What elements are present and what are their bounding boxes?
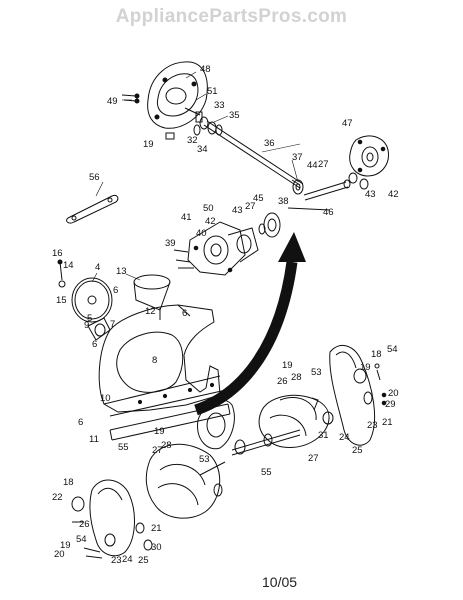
- part-number-label: 54: [76, 534, 87, 545]
- part-number-label: 19: [60, 540, 71, 551]
- part-number-label: 34: [197, 144, 208, 155]
- part-number-label: 21: [151, 523, 162, 534]
- gasket-56: [66, 195, 119, 224]
- part-number-label: 53: [311, 367, 322, 378]
- part-number-label: 19: [360, 362, 371, 373]
- part-number-label: 41: [181, 212, 192, 223]
- part-number-label: 36: [264, 138, 275, 149]
- part-number-label: 42: [205, 216, 216, 227]
- part-number-label: 7: [110, 319, 115, 330]
- part-number-label: 56: [89, 172, 100, 183]
- watermark-text: AppliancePartsPros.com: [115, 6, 348, 27]
- part-number-label: 43: [365, 189, 376, 200]
- part-number-label: 47: [342, 118, 353, 129]
- part-number-label: 19: [282, 360, 293, 371]
- part-number-label: 20: [388, 388, 399, 399]
- auger-right: [258, 394, 334, 448]
- part-number-label: 50: [203, 203, 214, 214]
- part-number-label: 27: [245, 201, 256, 212]
- part-number-label: 26: [277, 376, 288, 387]
- part-number-label: 33: [214, 100, 225, 111]
- part-number-label: 28: [291, 372, 302, 383]
- part-number-label: 28: [161, 440, 172, 451]
- part-number-label: 12: [145, 306, 156, 317]
- part-number-label: 26: [79, 519, 90, 530]
- part-number-label: 24: [122, 554, 133, 565]
- gear-housing-top: [147, 61, 208, 129]
- discharge-chute: [133, 274, 171, 311]
- part-number-label: 5: [87, 313, 92, 324]
- part-number-label: 13: [116, 266, 127, 277]
- part-number-label: 24: [339, 432, 350, 443]
- part-number-label: 15: [56, 295, 67, 306]
- part-number-label: 4: [95, 262, 100, 273]
- main-bearing: [258, 207, 331, 238]
- part-number-label: 8: [152, 355, 157, 366]
- part-number-label: 48: [200, 64, 211, 75]
- part-number-label: 44: [307, 160, 318, 171]
- end-plate-left: [71, 479, 153, 559]
- part-number-label: 6: [92, 339, 97, 350]
- part-number-label: 55: [118, 442, 129, 453]
- part-number-label: 40: [196, 228, 207, 239]
- part-number-label: 25: [138, 555, 149, 566]
- part-number-label: 21: [382, 417, 393, 428]
- part-number-label: 35: [229, 110, 240, 121]
- part-number-label: 6: [78, 417, 83, 428]
- part-number-label: 39: [165, 238, 176, 249]
- part-number-label: 31: [318, 430, 329, 441]
- part-number-label: 20: [54, 549, 65, 560]
- part-number-label: 53: [199, 454, 210, 465]
- part-number-label: 25: [352, 445, 363, 456]
- pulley-4: [57, 259, 113, 323]
- part-number-label: 49: [107, 96, 118, 107]
- part-number-label: 23: [367, 420, 378, 431]
- part-number-label: 43: [232, 205, 243, 216]
- gearbox-center: [197, 399, 301, 456]
- bearing-37: [292, 179, 351, 201]
- part-number-label: 11: [89, 434, 99, 445]
- part-number-label: 14: [63, 260, 74, 271]
- part-number-label: 6: [113, 285, 118, 296]
- part-number-label: 23: [111, 555, 122, 566]
- gear-housing-mid: [173, 221, 259, 276]
- part-number-label: 30: [151, 542, 162, 553]
- leader-lines: [91, 71, 301, 283]
- part-number-label: 6: [182, 308, 187, 319]
- part-number-label: 22: [52, 492, 63, 503]
- auger-shaft: [203, 120, 304, 189]
- part-number-label: 27: [308, 453, 319, 464]
- part-number-label: 38: [278, 196, 289, 207]
- part-number-label: 16: [52, 248, 63, 259]
- part-number-label: 9: [84, 320, 89, 331]
- part-number-label: 29: [385, 399, 396, 410]
- part-number-label: 32: [187, 135, 198, 146]
- part-number-label: 51: [207, 86, 218, 97]
- gear-housing-right: [348, 135, 389, 190]
- part-number-label: 42: [388, 189, 399, 200]
- end-plate-right: [329, 344, 387, 446]
- part-number-label: 27: [318, 159, 329, 170]
- part-number-label: 10: [100, 393, 111, 404]
- date-code: 10/05: [262, 574, 298, 590]
- part-number-label: 54: [387, 344, 398, 355]
- part-number-label: 46: [323, 207, 334, 218]
- part-number-label: 18: [371, 349, 382, 360]
- auger-left: [145, 443, 226, 519]
- part-number-label: 19: [154, 426, 165, 437]
- part-number-label: 18: [63, 477, 74, 488]
- part-number-label: 37: [292, 152, 303, 163]
- part-number-label: 19: [143, 139, 154, 150]
- part-number-label: 45: [253, 193, 264, 204]
- part-number-label: 27: [152, 445, 163, 456]
- auger-housing: [98, 304, 231, 441]
- part-number-label: 55: [261, 467, 272, 478]
- bolt-49: [121, 93, 140, 104]
